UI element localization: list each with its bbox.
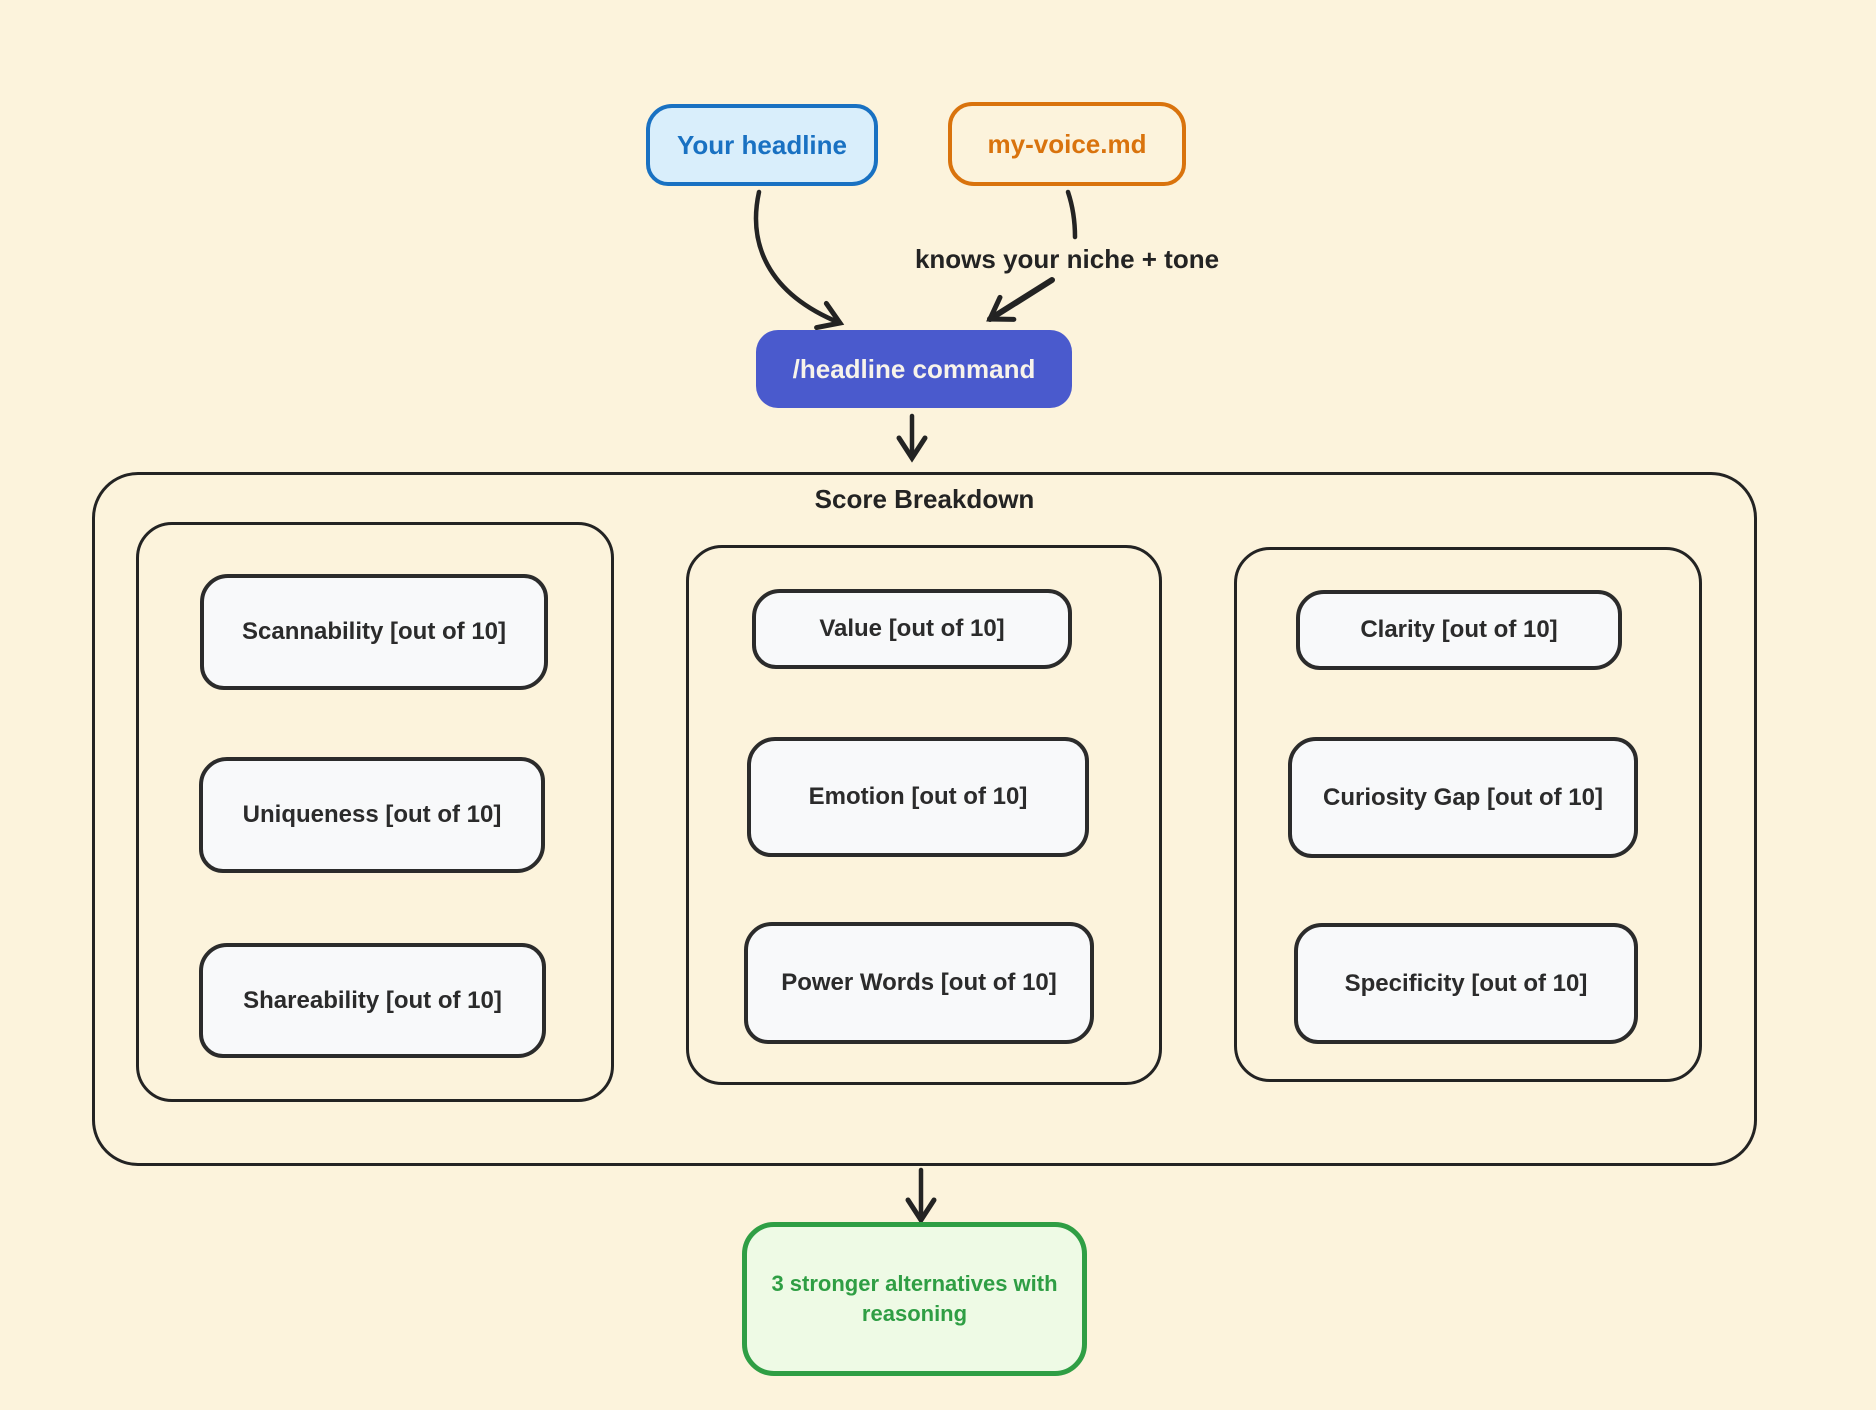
score-box-shareability: Shareability [out of 10] [199, 943, 546, 1058]
edge-label-text: knows your niche + tone [914, 243, 1220, 274]
score-box-uniqueness: Uniqueness [out of 10] [199, 757, 545, 873]
line-myvoice-to-label [1065, 189, 1078, 240]
node-headline-command-label: /headline command [792, 353, 1036, 384]
container-score-breakdown [92, 472, 1757, 1166]
subgroup-middle-column [686, 545, 1162, 1085]
score-box-curiosity-gap: Curiosity Gap [out of 10] [1288, 737, 1638, 858]
score-box-scannability: Scannability [out of 10] [200, 574, 548, 690]
score-box-value: Value [out of 10] [752, 589, 1072, 669]
node-my-voice-file: my-voice.md [948, 102, 1186, 186]
score-breakdown-title: Score Breakdown [814, 484, 1035, 514]
arrow-label-to-command [986, 277, 1055, 322]
arrow-headline-to-command [753, 189, 845, 331]
score-box-power-words: Power Words [out of 10] [744, 922, 1094, 1044]
score-box-emotion: Emotion [out of 10] [747, 737, 1089, 857]
node-result-label: 3 stronger alternatives with reasoning [771, 1271, 1058, 1326]
node-my-voice-label: my-voice.md [987, 128, 1147, 159]
node-your-headline: Your headline [646, 104, 878, 186]
node-headline-command: /headline command [756, 330, 1072, 408]
node-your-headline-label: Your headline [677, 129, 847, 160]
subgroup-right-column [1234, 547, 1702, 1082]
score-box-specificity: Specificity [out of 10] [1294, 923, 1638, 1044]
subgroup-left-column [136, 522, 614, 1102]
edge-label-niche-tone: knows your niche + tone [902, 242, 1232, 276]
node-result-alternatives: 3 stronger alternatives with reasoning [742, 1222, 1087, 1376]
score-box-clarity: Clarity [out of 10] [1296, 590, 1622, 670]
